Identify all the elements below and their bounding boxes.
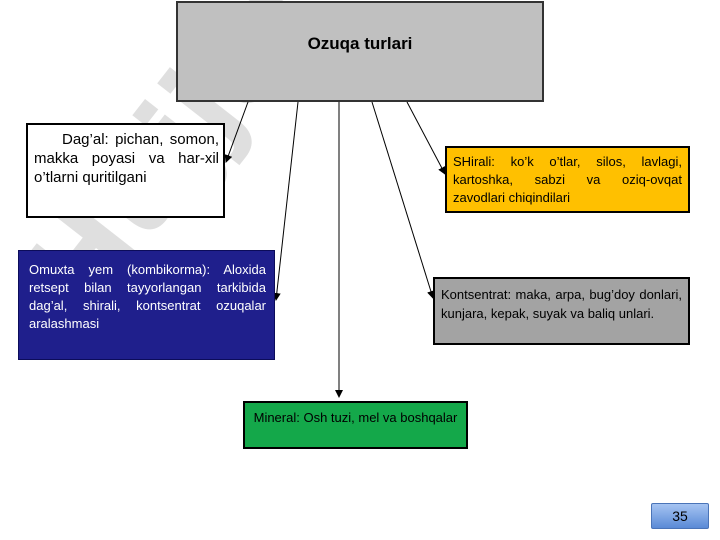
diagram-title: Ozuqa turlari: [307, 33, 413, 53]
node-mineral: Mineral: Osh tuzi, mel va boshqalar: [243, 401, 468, 449]
node-omuxta: Omuxta yem (kombikorma): Aloxida retsept…: [18, 250, 275, 360]
title-box: Ozuqa turlari: [176, 1, 544, 102]
connector-shirali: [406, 101, 446, 175]
page-number: 35: [672, 508, 688, 524]
connector-dagal: [224, 101, 249, 163]
node-kontsentrat: Kontsentrat: maka, arpa, bug’doy donlari…: [433, 277, 690, 345]
connector-kontsentrat: [371, 101, 435, 299]
node-dagal: Dag’al: pichan, somon, makka poyasi va h…: [26, 123, 225, 218]
connector-omuxta: [272, 101, 299, 301]
page-number-badge: 35: [651, 503, 709, 529]
node-shirali: SHirali: ko’k o’tlar, silos, lavlagi, ka…: [445, 146, 690, 213]
